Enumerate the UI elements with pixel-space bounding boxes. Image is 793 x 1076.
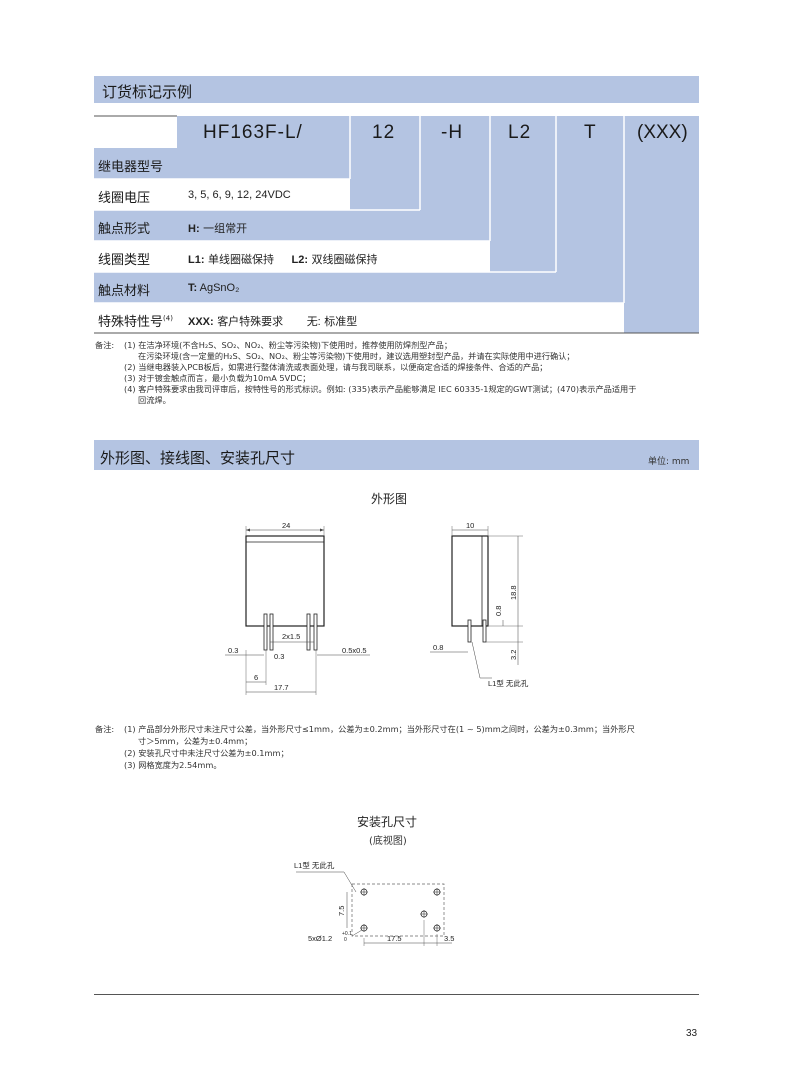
dim-depth: 10 <box>466 521 474 530</box>
special-value2: 标准型 <box>324 315 358 328</box>
ordering-notes-prefix: 备注: <box>95 340 115 350</box>
row-label-special: 特殊特性号(4) <box>98 311 173 330</box>
pcb-tol-minus: 0 <box>344 937 347 943</box>
row-bg-material <box>94 272 556 303</box>
dim-width: 24 <box>282 521 290 530</box>
contact-form-key: H: <box>188 223 200 235</box>
code-coil-type: L2 <box>508 122 532 143</box>
row-bg-model <box>94 148 350 179</box>
special-key2: 无: <box>306 316 321 328</box>
dim-step: 0.8 <box>494 606 503 616</box>
material-key: T: <box>188 282 198 294</box>
row-value-contact-form: H: 一组常开 <box>188 220 247 236</box>
outline-title: 外形图、接线图、安装孔尺寸 <box>100 449 296 467</box>
pcb-dim-holes: 5xØ1.2 <box>308 934 332 943</box>
code-block-contact <box>420 116 490 241</box>
special-sup: (4) <box>163 314 173 323</box>
code-block-special <box>624 116 699 333</box>
ordering-header-band <box>94 76 699 103</box>
ordering-note-3: (3) 对于镀金触点而言，最小负载为10mA 5VDC； <box>124 373 311 383</box>
front-view-drawing: 24 2x1.5 0.3 0.3 0.5x0.5 6 17.7 <box>225 521 370 695</box>
unit-label: 单位: mm <box>648 457 690 467</box>
row-label-voltage: 线圈电压 <box>98 191 151 206</box>
outline-note-1: (1) 产品部分外形尺寸未注尺寸公差，当外形尺寸≤1mm，公差为±0.2mm；当… <box>124 724 635 734</box>
row-value-voltage: 3, 5, 6, 9, 12, 24VDC <box>188 189 291 201</box>
ordering-note-4: (4) 客户特殊要求由我司评审后，按特性号的形式标识。例如: (335)表示产品… <box>124 384 637 394</box>
pcb-subtitle: (底视图) <box>369 836 407 847</box>
pcb-dim-h1: 17.5 <box>387 934 402 943</box>
row-value-special: XXX: 客户特殊要求 无: 标准型 <box>188 313 357 329</box>
dim-pin-mid: 0.3 <box>274 652 284 661</box>
row-label-contact-form: 触点形式 <box>98 222 151 237</box>
dim-pin-left: 0.3 <box>228 646 238 655</box>
code-contact-form: -H <box>441 122 464 143</box>
coil-type-key2: L2: <box>291 254 309 266</box>
pcb-layout-drawing: L1型 无此孔 7.5 17.5 3.5 5xØ1.2 +0.1 0 <box>294 860 454 946</box>
side-note: L1型 无此孔 <box>488 678 529 688</box>
page-number: 33 <box>686 1028 698 1039</box>
row-label-coil-type: 线圈类型 <box>98 253 151 268</box>
row-label-contact-material: 触点材料 <box>98 284 151 299</box>
dim-pin-right: 0.5x0.5 <box>342 646 367 655</box>
coil-type-value2: 双线圈磁保持 <box>311 253 378 266</box>
contact-form-value: 一组常开 <box>203 222 248 235</box>
outline-note-1b: 寸＞5mm，公差为±0.4mm； <box>138 736 253 746</box>
code-block-coil <box>490 116 556 272</box>
ordering-note-4b: 回流焊。 <box>138 395 171 405</box>
code-special: (XXX) <box>637 122 688 143</box>
dim-span: 17.7 <box>274 683 289 692</box>
code-voltage: 12 <box>372 122 396 143</box>
pcb-note: L1型 无此孔 <box>294 860 335 870</box>
code-block-voltage <box>350 116 420 210</box>
row-bg-contact <box>94 210 420 241</box>
side-view-drawing: 10 18.8 0.8 0.8 3.2 L1型 无此孔 <box>430 521 529 688</box>
ordering-title: 订货标记示例 <box>102 83 193 101</box>
dim-pin-length: 3.2 <box>509 650 518 660</box>
pcb-tol-plus: +0.1 <box>342 931 352 937</box>
row-value-coil-type: L1: 单线圈磁保持 L2: 双线圈磁保持 <box>188 251 378 267</box>
coil-type-value1: 单线圈磁保持 <box>208 253 274 266</box>
dim-pin-width: 0.8 <box>433 643 443 652</box>
dim-offset: 6 <box>254 673 258 682</box>
material-value: AgSnO₂ <box>199 282 240 294</box>
code-contact-material: T <box>584 122 597 143</box>
code-model: HF163F-L/ <box>203 122 303 143</box>
dim-pitch: 2x1.5 <box>282 632 300 641</box>
outline-note-2: (2) 安装孔尺寸中未注尺寸公差为±0.1mm； <box>124 748 289 758</box>
special-value1: 客户特殊要求 <box>217 315 284 328</box>
row-value-contact-material: T: AgSnO₂ <box>188 282 239 294</box>
dim-height: 18.8 <box>509 585 518 600</box>
special-key1: XXX: <box>188 316 214 328</box>
outline-fig-title: 外形图 <box>371 492 408 506</box>
outline-header-band <box>94 440 699 470</box>
pcb-dim-h2: 3.5 <box>444 934 454 943</box>
pcb-dim-vertical: 7.5 <box>337 906 346 916</box>
outline-note-3: (3) 网格宽度为2.54mm。 <box>124 760 222 770</box>
row-label-model: 继电器型号 <box>98 160 164 175</box>
code-block-material <box>556 116 624 303</box>
ordering-note-1b: 在污染环境(含一定量的H₂S、SO₂、NO₂、粉尘等污染物)下使用时，建议选用塑… <box>138 351 575 361</box>
coil-type-key1: L1: <box>188 254 205 266</box>
special-label: 特殊特性号 <box>98 315 164 330</box>
ordering-grid-lines <box>94 115 699 334</box>
pcb-title: 安装孔尺寸 <box>357 815 418 829</box>
ordering-note-2: (2) 当继电器装入PCB板后，如需进行整体清洗或表面处理，请与我司联系，以便商… <box>124 362 548 372</box>
footer-rule <box>94 994 699 995</box>
ordering-note-1: (1) 在洁净环境(不含H₂S、SO₂、NO₂、粉尘等污染物)下使用时，推荐使用… <box>124 340 453 350</box>
outline-notes-prefix: 备注: <box>95 724 115 734</box>
